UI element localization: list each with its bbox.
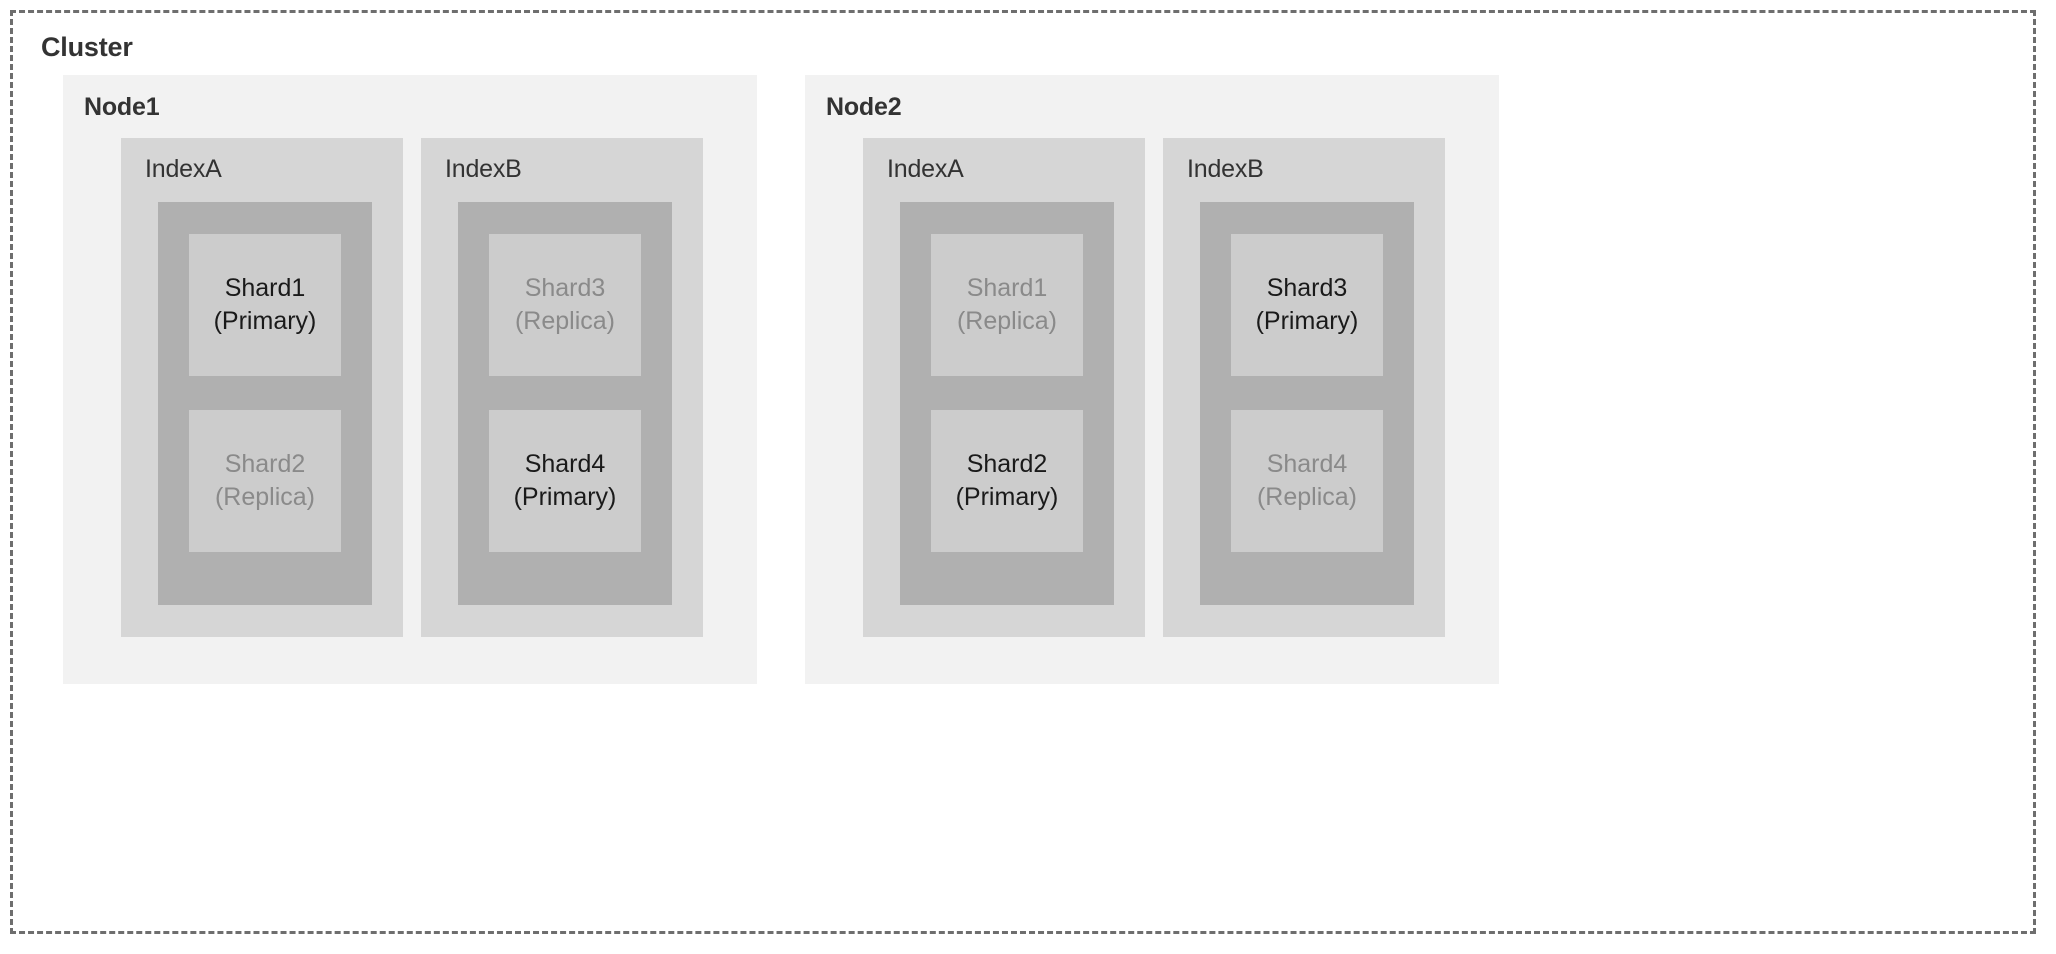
- shard-container: Shard3 (Replica) Shard4 (Primary): [458, 202, 672, 605]
- index-panel-indexa: IndexA Shard1 (Primary) Shard2 (Replica): [121, 138, 403, 637]
- index-panel-indexb: IndexB Shard3 (Replica) Shard4 (Primary): [421, 138, 703, 637]
- index-panel-indexa: IndexA Shard1 (Replica) Shard2 (Primary): [863, 138, 1145, 637]
- shard-box-shard4-replica: Shard4 (Replica): [1231, 410, 1383, 552]
- shard-name: Shard1: [966, 274, 1048, 302]
- shard-box-shard3-primary: Shard3 (Primary): [1231, 234, 1383, 376]
- shard-name: Shard4: [1266, 450, 1348, 478]
- node-title: Node2: [826, 93, 902, 121]
- shard-box-shard1-replica: Shard1 (Replica): [931, 234, 1083, 376]
- index-title: IndexA: [145, 155, 222, 183]
- cluster-title: Cluster: [41, 32, 133, 62]
- index-title: IndexB: [445, 155, 522, 183]
- shard-name: Shard4: [524, 450, 606, 478]
- shard-box-shard3-replica: Shard3 (Replica): [489, 234, 641, 376]
- shard-role: (Replica): [1256, 483, 1358, 511]
- shard-name: Shard2: [224, 450, 306, 478]
- shard-container: Shard3 (Primary) Shard4 (Replica): [1200, 202, 1414, 605]
- shard-name: Shard3: [1266, 274, 1348, 302]
- shard-name: Shard3: [524, 274, 606, 302]
- shard-role: (Primary): [213, 307, 317, 335]
- shard-box-shard2-replica: Shard2 (Replica): [189, 410, 341, 552]
- shard-box-shard2-primary: Shard2 (Primary): [931, 410, 1083, 552]
- node-title: Node1: [84, 93, 160, 121]
- shard-container: Shard1 (Replica) Shard2 (Primary): [900, 202, 1114, 605]
- shard-name: Shard2: [966, 450, 1048, 478]
- shard-name: Shard1: [224, 274, 306, 302]
- shard-role: (Replica): [956, 307, 1058, 335]
- index-panel-indexb: IndexB Shard3 (Primary) Shard4 (Replica): [1163, 138, 1445, 637]
- shard-role: (Replica): [214, 483, 316, 511]
- index-title: IndexA: [887, 155, 964, 183]
- shard-role: (Primary): [1255, 307, 1359, 335]
- shard-role: (Replica): [514, 307, 616, 335]
- shard-box-shard4-primary: Shard4 (Primary): [489, 410, 641, 552]
- index-title: IndexB: [1187, 155, 1264, 183]
- shard-role: (Primary): [513, 483, 617, 511]
- shard-role: (Primary): [955, 483, 1059, 511]
- shard-box-shard1-primary: Shard1 (Primary): [189, 234, 341, 376]
- shard-container: Shard1 (Primary) Shard2 (Replica): [158, 202, 372, 605]
